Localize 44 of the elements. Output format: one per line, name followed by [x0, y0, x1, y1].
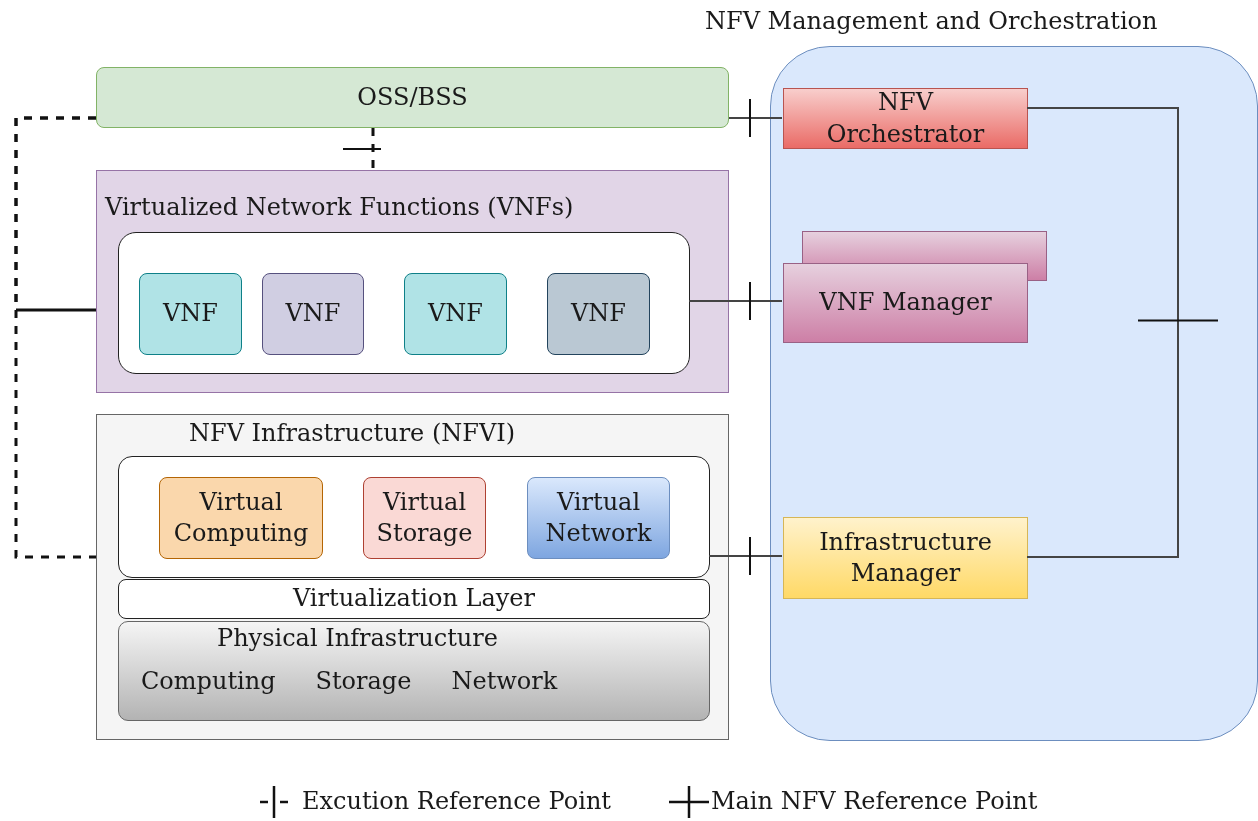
panel-title: NFV Management and Orchestration	[705, 7, 1158, 36]
connector-line	[688, 300, 783, 302]
vnf-box	[262, 273, 364, 355]
node-label: Virtualization Layer	[292, 583, 536, 615]
legend-label: Main NFV Reference Point	[711, 786, 1038, 818]
resource-box	[527, 477, 670, 559]
node-label: VNF Manager	[819, 287, 992, 319]
connector-line	[728, 117, 783, 119]
connector-line	[708, 555, 783, 557]
vnf-group-box	[118, 232, 690, 374]
resource-box	[363, 477, 486, 559]
orchestrator-block	[783, 88, 1028, 149]
resource-box	[159, 477, 323, 559]
manager-block	[783, 263, 1028, 343]
node-label: Infrastructure Manager	[818, 526, 993, 589]
node-label: VNF	[571, 298, 626, 330]
vnf-box	[404, 273, 507, 355]
panel-title: Virtualized Network Functions (VNFs)	[105, 193, 574, 222]
system-bar	[96, 67, 729, 128]
node-label: VNF	[163, 298, 218, 330]
resource-label: Storage	[315, 666, 412, 697]
manager-block	[783, 517, 1028, 599]
dashed-connector	[371, 128, 375, 170]
node-label: Virtual Storage	[375, 486, 474, 549]
panel-title: NFV Infrastructure (NFVI)	[189, 419, 516, 448]
node-label: OSS/BSS	[357, 81, 468, 113]
resource-label: Computing	[141, 666, 276, 697]
vnf-box	[139, 273, 242, 355]
infrastructure-panel	[96, 414, 729, 740]
legend-label: Excution Reference Point	[302, 786, 611, 818]
node-label: Virtual Computing	[172, 486, 310, 549]
resource-label: Network	[451, 666, 558, 697]
vnf-layer-panel	[96, 170, 729, 393]
dashed-connector	[14, 116, 96, 312]
node-label: VNF	[285, 298, 341, 330]
virtual-resources-box	[118, 456, 710, 578]
node-label: Virtual Network	[544, 486, 653, 549]
layer-bar	[118, 579, 710, 619]
physical-layer-box	[118, 621, 710, 721]
layer-title: Physical Infrastructure	[217, 624, 498, 653]
node-label: NFV Orchestrator	[825, 87, 986, 150]
connector-line	[1026, 107, 1179, 558]
node-label: VNF	[428, 298, 483, 330]
vnf-box	[547, 273, 650, 355]
